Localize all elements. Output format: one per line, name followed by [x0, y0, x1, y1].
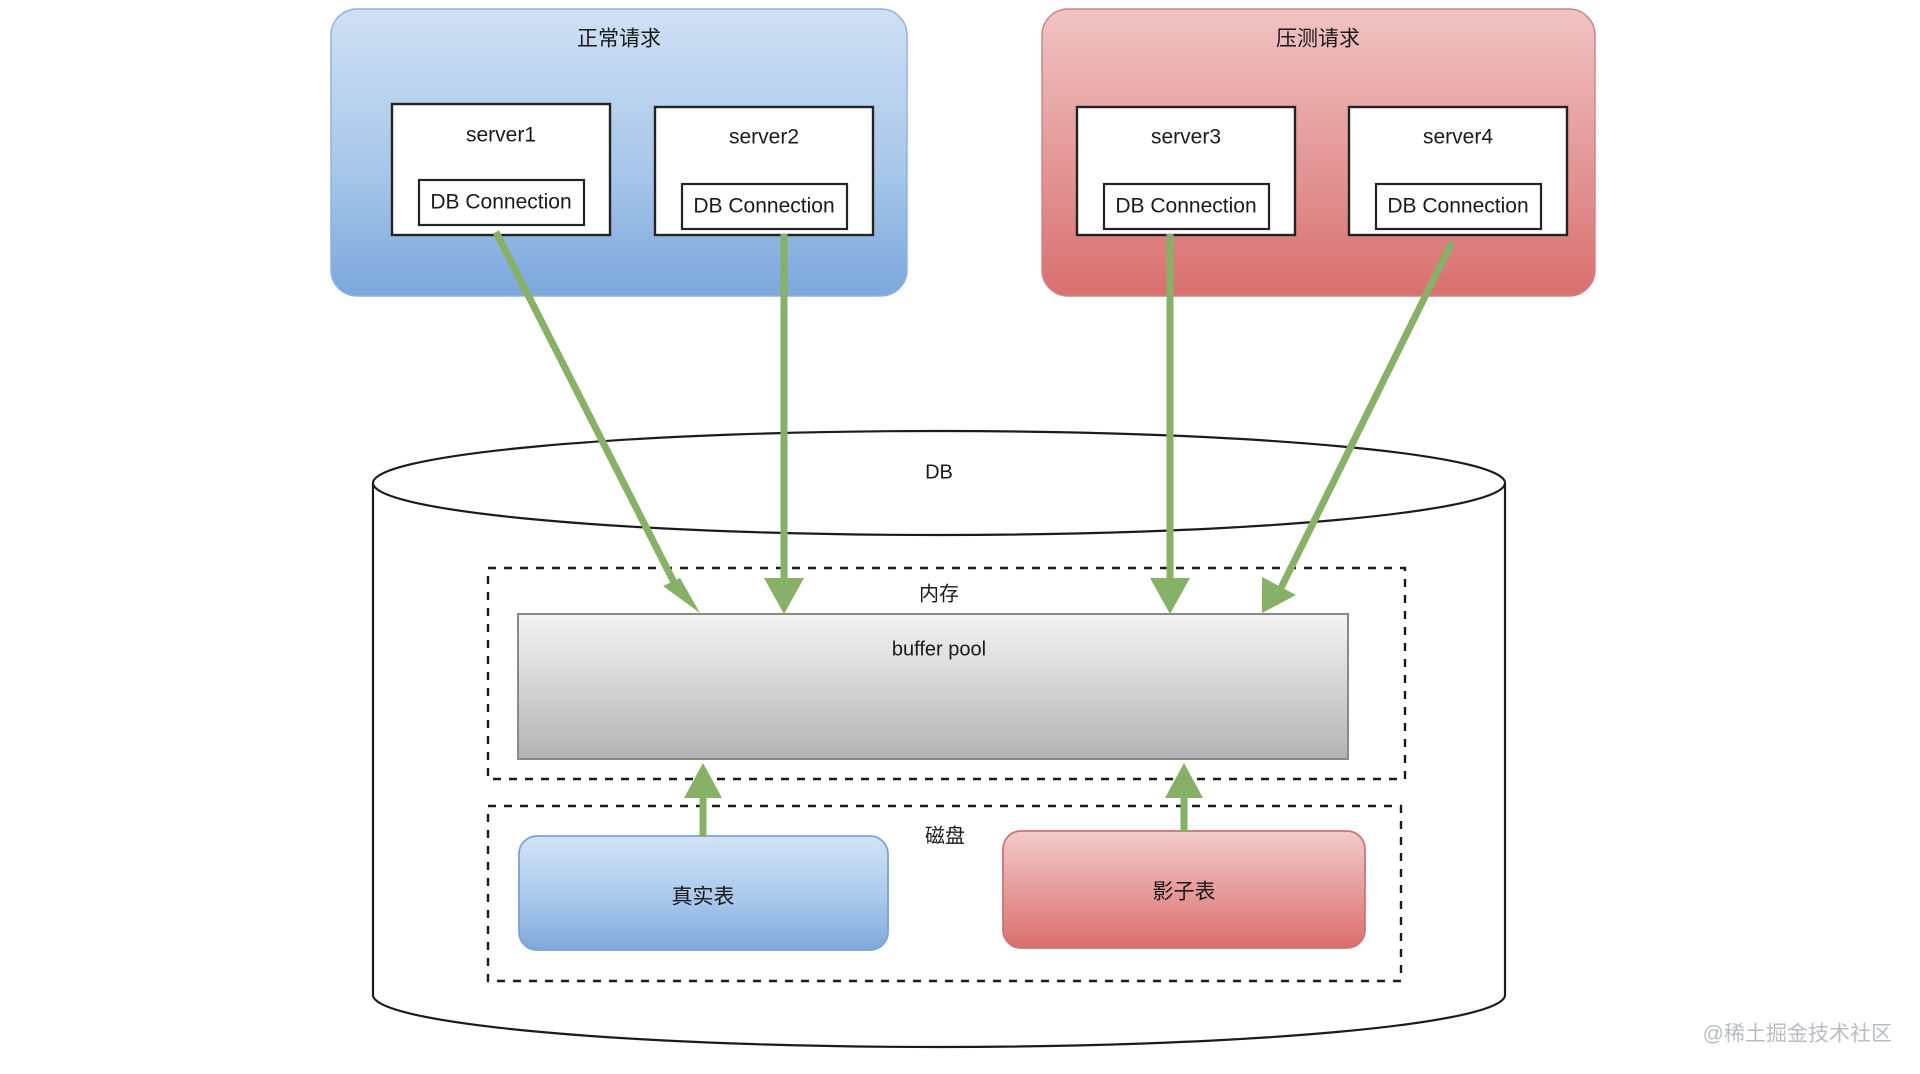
- server1-label: server1: [466, 124, 536, 147]
- cylinder-bottom-arc: [371, 994, 1507, 1049]
- arrow-server2-head: [764, 578, 804, 614]
- arrow-real-table-to-buffer-pool: [684, 763, 722, 836]
- real-table-label: 真实表: [672, 886, 735, 909]
- arrow-server2-to-buffer-pool: [764, 234, 804, 614]
- buffer-pool-label: buffer pool: [892, 638, 986, 660]
- panel-normal-request[interactable]: 正常请求 server1 DB Connection server2 DB Co…: [330, 8, 908, 297]
- server2-db-connection-frame: [680, 182, 849, 231]
- disk-section-label: 磁盘: [925, 824, 965, 847]
- disk-section[interactable]: 磁盘 真实表 影子表: [486, 804, 1403, 983]
- server3-db-connection-label: DB Connection: [1115, 195, 1256, 218]
- server4-db-connection-frame: [1374, 182, 1543, 231]
- arrow-server1-shaft: [492, 230, 684, 596]
- arrow-server4-shaft: [1276, 240, 1456, 592]
- server2-label: server2: [729, 126, 799, 149]
- shadow-table-label: 影子表: [1153, 881, 1216, 904]
- cylinder-top-ellipse: [371, 429, 1507, 537]
- arrow-server1-to-buffer-pool: [492, 230, 700, 613]
- memory-section-frame: [486, 566, 1407, 781]
- server1-db-connection-frame: [417, 178, 586, 227]
- connection-arrows-up: [684, 763, 1203, 836]
- memory-section-label: 内存: [919, 582, 959, 605]
- watermark-text: @稀土掘金技术社区: [1703, 1023, 1892, 1046]
- server-box-server1[interactable]: server1 DB Connection: [390, 102, 612, 237]
- server1-db-connection-label: DB Connection: [430, 191, 571, 214]
- buffer-pool-box[interactable]: [517, 613, 1349, 760]
- arrow-server3-head: [1150, 578, 1190, 614]
- memory-section[interactable]: 内存 buffer pool: [486, 566, 1407, 781]
- server-box-server4[interactable]: server4 DB Connection: [1347, 105, 1569, 237]
- server3-label: server3: [1151, 126, 1221, 149]
- panel-stress-request-title: 压测请求: [1276, 28, 1360, 51]
- server2-db-connection-label: DB Connection: [693, 195, 834, 218]
- server-box-server2[interactable]: server2 DB Connection: [653, 105, 875, 237]
- connection-arrows-down: [492, 230, 1456, 614]
- server-box-server3[interactable]: server3 DB Connection: [1075, 105, 1297, 237]
- shadow-table-box[interactable]: 影子表: [1002, 830, 1366, 949]
- panel-normal-request-title: 正常请求: [577, 28, 661, 51]
- arrow-server4-head: [1262, 577, 1296, 613]
- arrow-shadow-table-head: [1165, 763, 1203, 798]
- panel-stress-request[interactable]: 压测请求 server3 DB Connection server4 DB Co…: [1041, 8, 1596, 297]
- arrow-server3-to-buffer-pool: [1150, 234, 1190, 614]
- arrow-server4-to-buffer-pool: [1262, 240, 1456, 613]
- arrow-server1-head: [663, 578, 700, 613]
- server4-db-connection-label: DB Connection: [1387, 195, 1528, 218]
- database-label: DB: [925, 461, 953, 483]
- arrow-shadow-table-to-buffer-pool: [1165, 763, 1203, 832]
- arrow-real-table-head: [684, 763, 722, 798]
- real-table-box[interactable]: 真实表: [518, 835, 889, 951]
- server3-db-connection-frame: [1102, 182, 1271, 231]
- server4-label: server4: [1423, 126, 1493, 149]
